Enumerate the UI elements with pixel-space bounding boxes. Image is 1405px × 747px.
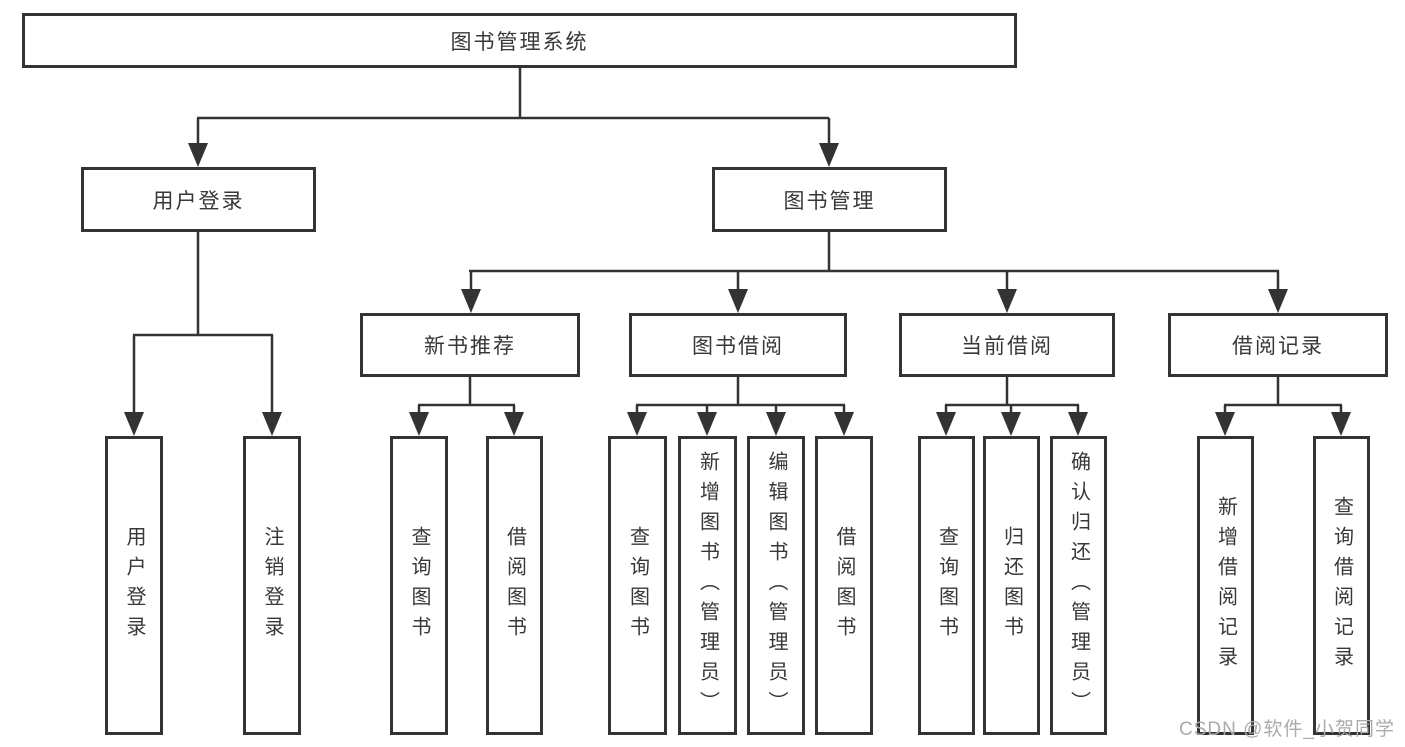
node-user-login: 用户登录 — [81, 167, 316, 232]
node-label: 查询图书 — [626, 525, 649, 646]
node-label: 查询图书 — [408, 525, 430, 646]
node-label: 借阅图书 — [833, 525, 855, 646]
leaf-edit-books-admin: 编辑图书（管理员） — [747, 436, 805, 735]
node-new-book-recommendation: 新书推荐 — [360, 313, 580, 377]
node-library-management-system: 图书管理系统 — [22, 13, 1017, 68]
leaf-confirm-return-admin: 确认归还（管理员） — [1050, 436, 1107, 735]
leaf-add-books-admin: 新增图书（管理员） — [678, 436, 737, 735]
csdn-watermark: CSDN @软件_小贺同学 — [1179, 719, 1395, 740]
node-label: 新增图书（管理员） — [696, 450, 719, 721]
leaf-logout: 注销登录 — [243, 436, 301, 735]
leaf-borrow-books-recommend: 借阅图书 — [486, 436, 543, 735]
node-label: 借阅记录 — [1232, 335, 1324, 358]
node-label: 当前借阅 — [961, 335, 1053, 358]
leaf-user-login: 用户登录 — [105, 436, 163, 735]
node-borrowing-records: 借阅记录 — [1168, 313, 1388, 377]
node-label: 新增借阅记录 — [1214, 495, 1237, 676]
node-label: 注销登录 — [261, 525, 283, 646]
node-label: 图书管理系统 — [450, 30, 589, 54]
node-label: 编辑图书（管理员） — [765, 450, 787, 721]
node-label: 用户登录 — [123, 525, 145, 646]
leaf-return-books: 归还图书 — [983, 436, 1040, 735]
node-label: 查询图书 — [935, 525, 958, 646]
node-label: 用户登录 — [152, 189, 245, 213]
leaf-query-books-current: 查询图书 — [918, 436, 975, 735]
leaf-query-books-borrowing: 查询图书 — [608, 436, 667, 735]
node-label: 归还图书 — [1000, 525, 1023, 646]
leaf-query-borrow-record: 查询借阅记录 — [1313, 436, 1370, 735]
node-label: 新书推荐 — [424, 335, 516, 358]
leaf-borrow-books-borrowing: 借阅图书 — [815, 436, 873, 735]
leaf-query-books-recommend: 查询图书 — [390, 436, 448, 735]
node-book-borrowing: 图书借阅 — [629, 313, 847, 377]
node-current-borrowing: 当前借阅 — [899, 313, 1115, 377]
node-label: 图书借阅 — [692, 335, 784, 358]
node-label: 确认归还（管理员） — [1067, 450, 1090, 721]
node-label: 图书管理 — [783, 189, 876, 213]
node-book-management: 图书管理 — [712, 167, 947, 232]
node-label: 查询借阅记录 — [1330, 495, 1353, 676]
leaf-add-borrow-record: 新增借阅记录 — [1197, 436, 1254, 735]
node-label: 借阅图书 — [503, 525, 526, 646]
